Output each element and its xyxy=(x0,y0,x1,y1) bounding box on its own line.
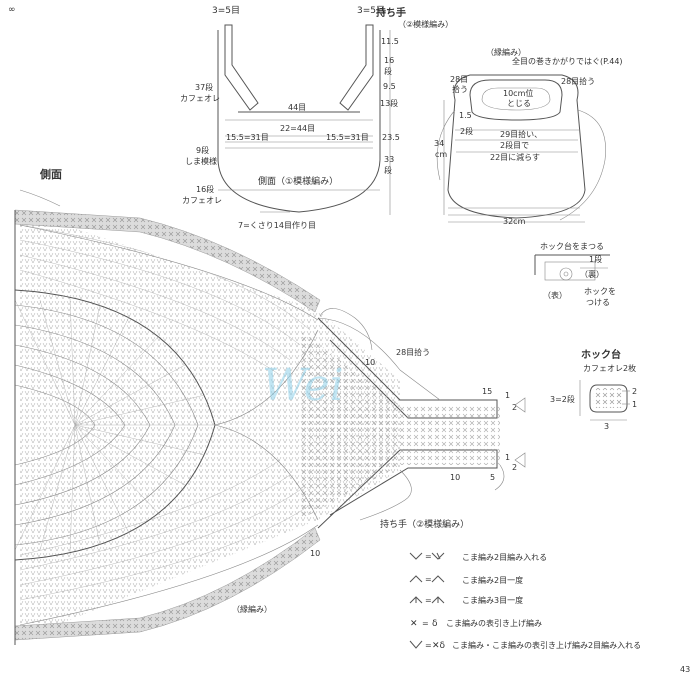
stitches-44: 44目 xyxy=(288,103,306,112)
row-1: 1段 xyxy=(589,254,602,264)
svg-text:✕: ✕ xyxy=(410,619,418,629)
num-15: 15 xyxy=(482,387,492,396)
rows-16: 16段 xyxy=(196,184,214,194)
legend-text: こま編みの表引き上げ編み xyxy=(446,618,542,628)
hook-base-title: ホック台 xyxy=(581,348,621,361)
num-2a: 2 xyxy=(512,403,517,412)
num-2b: 2 xyxy=(512,463,517,472)
svg-text:=: = xyxy=(425,552,432,561)
stitch-legend: = こま編み2目編み入れる = こま編み2目一度 = こま編み3目一度 ✕ = … xyxy=(409,552,641,651)
dim-1-5: 1.5 xyxy=(459,111,472,120)
num-10c: 10 xyxy=(310,549,320,558)
hook-base-rows: 3=2段 xyxy=(550,394,575,404)
legend-text: こま編み・こま編みの表引き上げ編み2目編み入れる xyxy=(452,640,641,650)
legend-item-dec2: = こま編み2目一度 xyxy=(409,575,523,585)
cafe-au-lait-2: カフェオレ xyxy=(182,196,222,205)
stitches-15-5-right: 15.5=31目 xyxy=(326,133,369,142)
stitches-15-5-left: 15.5=31目 xyxy=(226,133,269,142)
legend-text: こま編み2目一度 xyxy=(462,575,523,585)
pick-28-right: 28目拾う xyxy=(561,76,595,86)
watermark: Wei xyxy=(262,360,344,411)
hook-base-chart: ホック台 カフェオレ2枚 3=2段 3 2 1 xyxy=(550,348,637,431)
dim-9-5: 9.5 xyxy=(383,82,396,91)
pick-28-left-b: 拾う xyxy=(452,84,468,94)
svg-text:δ: δ xyxy=(432,619,438,629)
num-1a: 1 xyxy=(505,391,510,400)
back-side: （裏） xyxy=(580,269,604,279)
num-10b: 10 xyxy=(450,473,460,482)
svg-text:=: = xyxy=(422,619,429,628)
svg-text:=: = xyxy=(425,641,432,650)
hook-base-row1: 1 xyxy=(632,400,637,409)
width-32cm: 32cm xyxy=(503,217,526,226)
legend-item-fpsc: ✕ = δ こま編みの表引き上げ編み xyxy=(410,618,542,629)
legend-item-dec3: = こま編み3目一度 xyxy=(409,595,523,605)
legend-item-inc: = こま編み2目編み入れる xyxy=(409,552,547,562)
dim-23-5: 23.5 xyxy=(382,133,400,142)
num-10a: 10 xyxy=(365,358,375,367)
decrease-a: 29目拾い、 xyxy=(500,129,542,139)
svg-text:=: = xyxy=(425,596,432,605)
pick-28-left: 28目 xyxy=(450,75,468,84)
hook-base-row2: 2 xyxy=(632,387,637,396)
attach-hook-b: つける xyxy=(586,298,610,307)
edge-pattern: （縁編み） xyxy=(486,47,526,57)
close-label: とじる xyxy=(507,99,531,108)
handle-title: 持ち手 xyxy=(376,6,406,19)
cafe-au-lait-1: カフェオレ xyxy=(180,94,220,103)
foundation-chain: 7=くさり14目作り目 xyxy=(238,220,316,230)
sew-hook-base: ホック台をまつる xyxy=(540,241,604,251)
side-label: 側面 xyxy=(39,167,62,181)
dim-rows-b: 段 xyxy=(384,165,392,175)
svg-text:=: = xyxy=(425,575,432,584)
top-left-stitch: 3=5目 xyxy=(212,5,240,16)
dim-33: 33 xyxy=(384,155,394,164)
handle-label: 持ち手（②模様編み） xyxy=(380,518,469,530)
decrease-c: 22目に減らす xyxy=(490,152,540,162)
dim-rows-a: 段 xyxy=(384,66,392,76)
decrease-b: 2段目で xyxy=(500,140,529,150)
num-1b: 1 xyxy=(505,453,510,462)
svg-text:✕δ: ✕δ xyxy=(432,641,446,651)
dim-13-rows: 13段 xyxy=(380,98,398,108)
legend-item-combo: = ✕δ こま編み・こま編みの表引き上げ編み2目編み入れる xyxy=(409,640,641,651)
rows-9: 9段 xyxy=(196,145,209,155)
bag-finished-view: （縁編み） 全目の巻きかがりではぐ(P.44) 28目 拾う 28目拾う 10c… xyxy=(434,47,623,226)
close-10cm: 10cm位 xyxy=(503,88,533,98)
hook-base-width: 3 xyxy=(604,422,609,431)
handle-pattern: （②模様編み） xyxy=(398,19,453,29)
height-unit: cm xyxy=(435,150,447,159)
legend-text: こま編み3目一度 xyxy=(462,595,523,605)
edge-label: （縁編み） xyxy=(232,604,272,614)
dim-11-5: 11.5 xyxy=(381,37,399,46)
hook-detail: ホック台をまつる 1段 （裏） （表） ホックを つける xyxy=(534,241,616,307)
top-right-stitch: 3=5目 xyxy=(357,5,385,16)
front-side: （表） xyxy=(543,290,567,300)
height-34: 34 xyxy=(434,139,444,148)
side-pattern-label: 側面（①模様編み） xyxy=(258,175,338,187)
hook-base-sub: カフェオレ2枚 xyxy=(583,363,636,373)
stitches-22-44: 22=44目 xyxy=(280,124,315,133)
bag-front-schematic: 3=5目 3=5目 持ち手 （②模様編み） 11.5 16 段 9.5 13段 … xyxy=(180,5,453,230)
dim-16: 16 xyxy=(384,56,394,65)
dim-2-rows: 2段 xyxy=(460,126,473,136)
whip-stitch-note: 全目の巻きかがりではぐ(P.44) xyxy=(512,56,623,66)
legend-text: こま編み2目編み入れる xyxy=(462,552,547,562)
attach-hook-a: ホックを xyxy=(584,287,616,296)
margin-mark: ∞ xyxy=(8,5,16,15)
rows-37: 37段 xyxy=(195,82,213,92)
pick-28: 28目拾う xyxy=(396,347,430,357)
stripe-pattern: しま模様 xyxy=(185,156,217,166)
num-5: 5 xyxy=(490,473,495,482)
page-number: 43 xyxy=(680,665,690,674)
